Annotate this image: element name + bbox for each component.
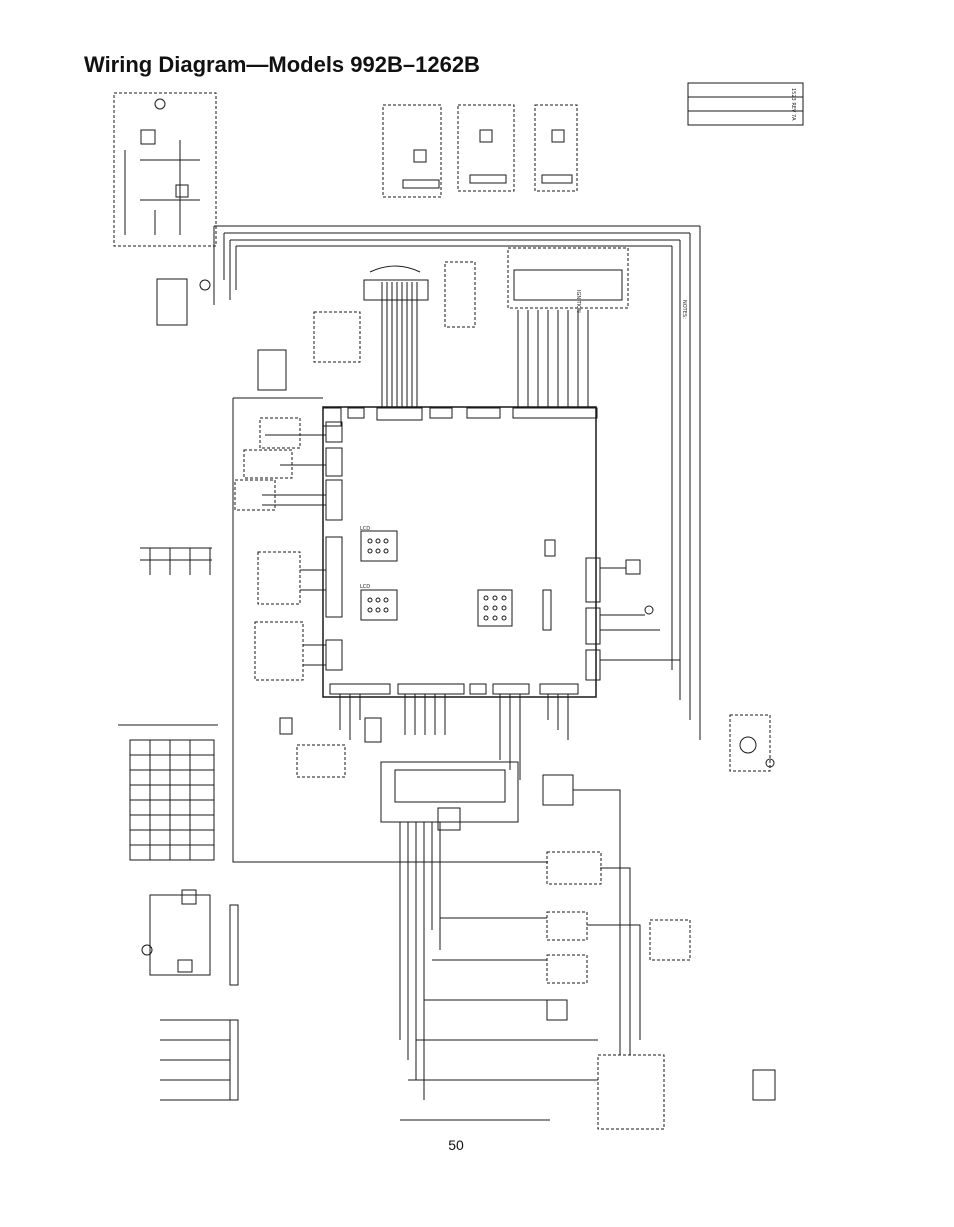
- inset-box-2: [457, 104, 515, 192]
- display-board: [380, 761, 519, 823]
- inset-box-3: [534, 104, 578, 192]
- page-title: Wiring Diagram—Models 992B–1262B: [84, 52, 480, 77]
- inset-box-1: [382, 104, 442, 198]
- inset-box-top-left: [113, 92, 217, 247]
- label-notes: NOTES:: [681, 300, 687, 319]
- label-rev: 1523 REV 7A: [790, 88, 796, 121]
- legend-box: [687, 82, 804, 126]
- label-ignition: IGNITION: [575, 290, 581, 313]
- main-control-board: [322, 406, 597, 698]
- label-lcd-1: LCD: [360, 526, 370, 532]
- ignition-module: [507, 247, 629, 309]
- page-number: 50: [448, 1137, 464, 1153]
- label-lcd-2: LCD: [360, 584, 370, 590]
